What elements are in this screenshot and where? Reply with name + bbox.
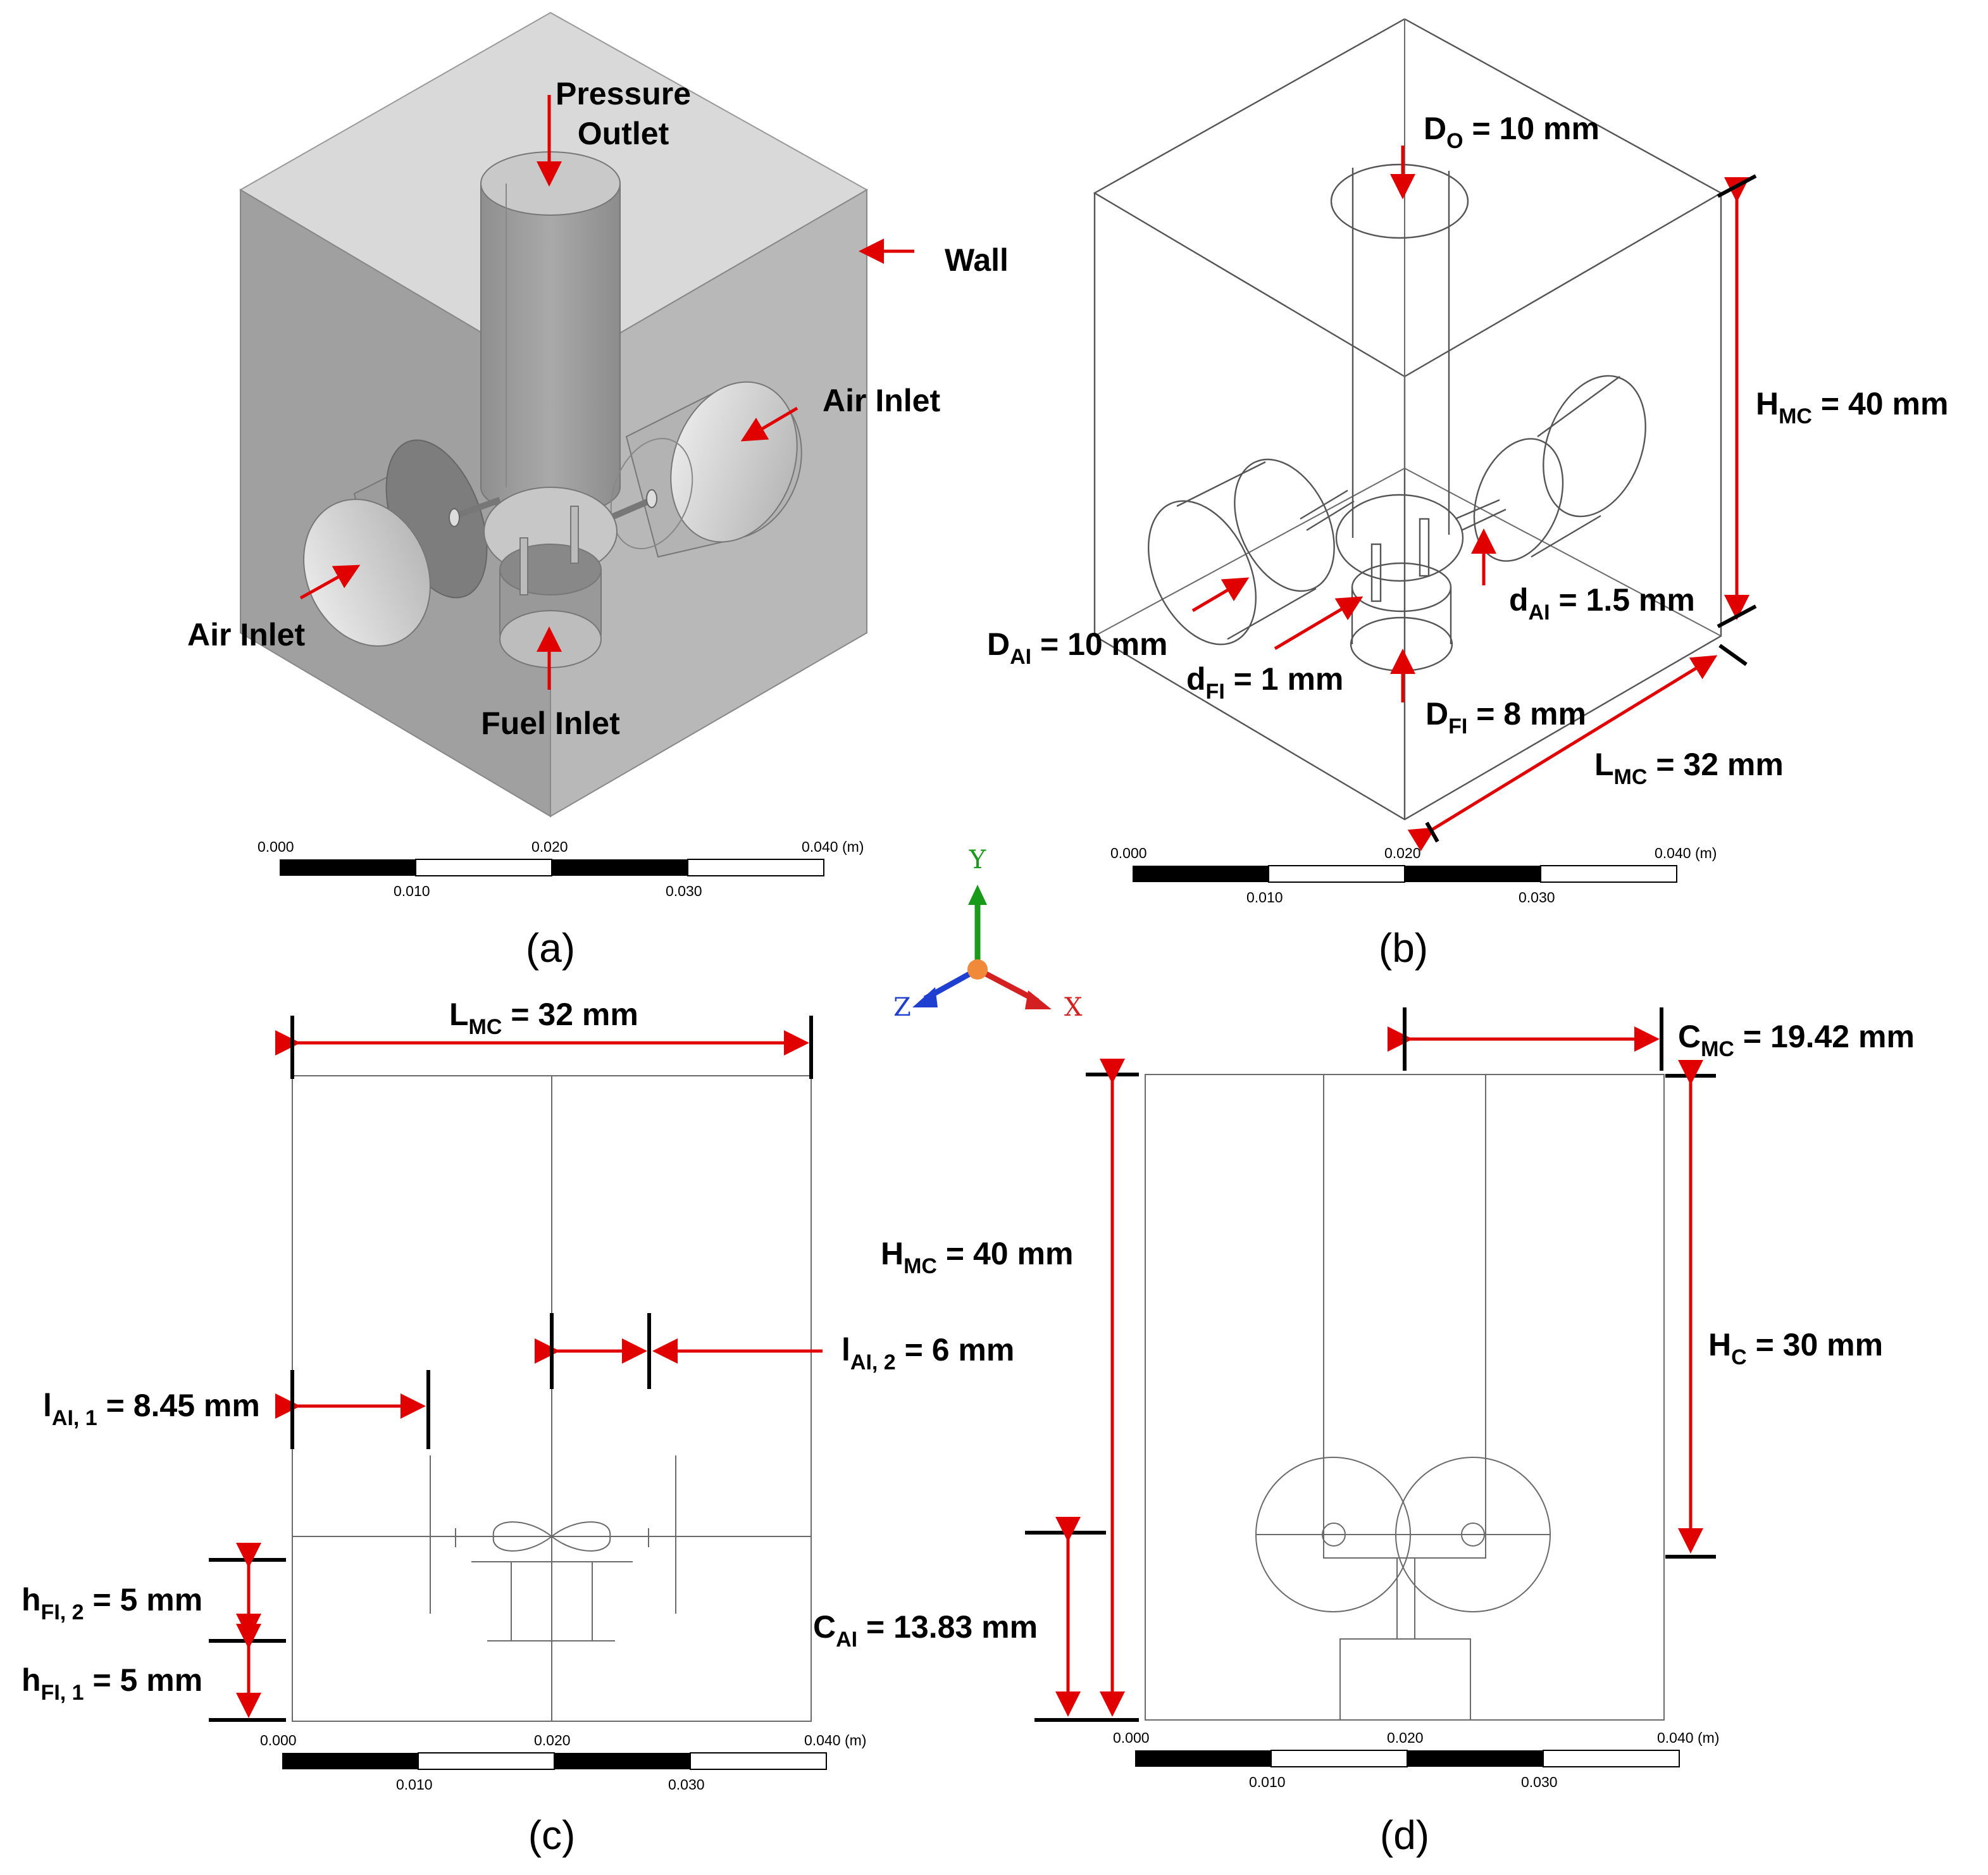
- label-wall: Wall: [945, 242, 1009, 278]
- axis-label-x: X: [1064, 993, 1083, 1022]
- wire-mixing-disk: [1335, 494, 1464, 582]
- label-h-fi1: hFI, 1 = 5 mm: [22, 1662, 202, 1705]
- svg-text:0.000: 0.000: [258, 838, 294, 855]
- svg-text:0.010: 0.010: [1249, 1774, 1286, 1790]
- svg-text:0.040 (m): 0.040 (m): [802, 838, 864, 855]
- dim-l-mc-b: [1407, 655, 1718, 852]
- axis-label-y: Y: [969, 845, 986, 875]
- nozzle-lobes: [492, 1521, 611, 1552]
- arrow-air-inlet-left: [299, 564, 361, 600]
- svg-text:0.030: 0.030: [668, 1776, 705, 1793]
- scale-bar-a: 0.000 0.020 0.040 (m) 0.010 0.030: [258, 838, 864, 899]
- svg-text:0.010: 0.010: [396, 1776, 433, 1793]
- svg-text:0.000: 0.000: [1113, 1729, 1150, 1746]
- svg-text:0.040 (m): 0.040 (m): [1655, 845, 1717, 861]
- svg-text:0.030: 0.030: [1521, 1774, 1558, 1790]
- label-pressure-outlet-line2: Outlet: [578, 116, 669, 151]
- label-d-ai-big: DAI = 10 mm: [987, 626, 1168, 669]
- panel-a-3d-shaded-view: Pressure Outlet Wall Air Inlet Air Inlet…: [187, 11, 1009, 971]
- svg-text:0.020: 0.020: [1387, 1729, 1424, 1746]
- svg-text:0.000: 0.000: [1110, 845, 1147, 861]
- arrow-d-ai-big: [1191, 577, 1250, 613]
- label-air-inlet-right: Air Inlet: [823, 383, 940, 418]
- svg-text:0.020: 0.020: [1384, 845, 1421, 861]
- label-h-c: HC = 30 mm: [1708, 1327, 1883, 1369]
- axes-origin: [967, 959, 988, 980]
- panel-d-side-view: CMC = 19.42 mm HMC = 40 mm HC = 30 mm 0.…: [881, 1007, 1915, 1858]
- svg-text:0.020: 0.020: [534, 1732, 571, 1748]
- caption-c: (c): [528, 1812, 576, 1858]
- label-h-mc-b: HMC = 40 mm: [1756, 386, 1948, 428]
- svg-text:0.010: 0.010: [394, 883, 430, 899]
- svg-text:0.040 (m): 0.040 (m): [804, 1732, 866, 1748]
- label-h-mc-d: HMC = 40 mm: [881, 1236, 1073, 1278]
- label-fuel-inlet: Fuel Inlet: [481, 706, 620, 741]
- label-c-ai: CAI = 13.83 mm: [813, 1609, 1038, 1652]
- svg-text:0.040 (m): 0.040 (m): [1657, 1729, 1719, 1746]
- scale-bar-b: 0.000 0.020 0.040 (m) 0.010 0.030: [1110, 845, 1717, 906]
- outlet-cylinder: [480, 183, 621, 516]
- label-l-mc-b: LMC = 32 mm: [1594, 747, 1784, 789]
- label-l-mc-c: LMC = 32 mm: [449, 997, 638, 1039]
- svg-text:0.030: 0.030: [666, 883, 702, 899]
- caption-a: (a): [526, 925, 575, 971]
- panel-b-3d-wireframe-view: DO = 10 mm HMC = 40 mm DAI = 10 mm dAI =…: [987, 18, 1948, 971]
- arrow-d-fi-small: [1274, 596, 1364, 651]
- svg-text:0.030: 0.030: [1519, 889, 1555, 906]
- scale-bar-d: 0.000 0.020 0.040 (m) 0.010 0.030: [1113, 1729, 1719, 1790]
- svg-text:0.000: 0.000: [260, 1732, 297, 1748]
- label-l-ai2: lAI, 2 = 6 mm: [842, 1332, 1014, 1374]
- svg-text:0.020: 0.020: [531, 838, 568, 855]
- label-pressure-outlet-line1: Pressure: [556, 76, 691, 111]
- label-d-ai-small: dAI = 1.5 mm: [1509, 582, 1695, 625]
- axes-triad: Y X Z: [893, 845, 1083, 1022]
- label-l-ai1: lAI, 1 = 8.45 mm: [43, 1388, 260, 1430]
- caption-d: (d): [1380, 1812, 1429, 1858]
- air-inlet-left-ellipse: [303, 499, 431, 647]
- label-d-o: DO = 10 mm: [1424, 111, 1600, 153]
- caption-b: (b): [1379, 925, 1428, 971]
- scale-bar-c: 0.000 0.020 0.040 (m) 0.010 0.030: [260, 1732, 866, 1793]
- label-h-fi2: hFI, 2 = 5 mm: [22, 1582, 202, 1624]
- svg-text:0.010: 0.010: [1246, 889, 1283, 906]
- label-c-mc: CMC = 19.42 mm: [1678, 1019, 1915, 1061]
- label-air-inlet-left: Air Inlet: [187, 617, 305, 652]
- axis-label-z: Z: [893, 993, 911, 1022]
- label-d-fi-small: dFI = 1 mm: [1186, 661, 1343, 704]
- panel-c-front-view: LMC = 32 mm lAI, 2 = 6 mm lAI, 1 = 8.45 …: [22, 997, 1038, 1858]
- label-d-fi-big: DFI = 8 mm: [1426, 696, 1586, 738]
- arrow-air-inlet-right: [740, 406, 798, 442]
